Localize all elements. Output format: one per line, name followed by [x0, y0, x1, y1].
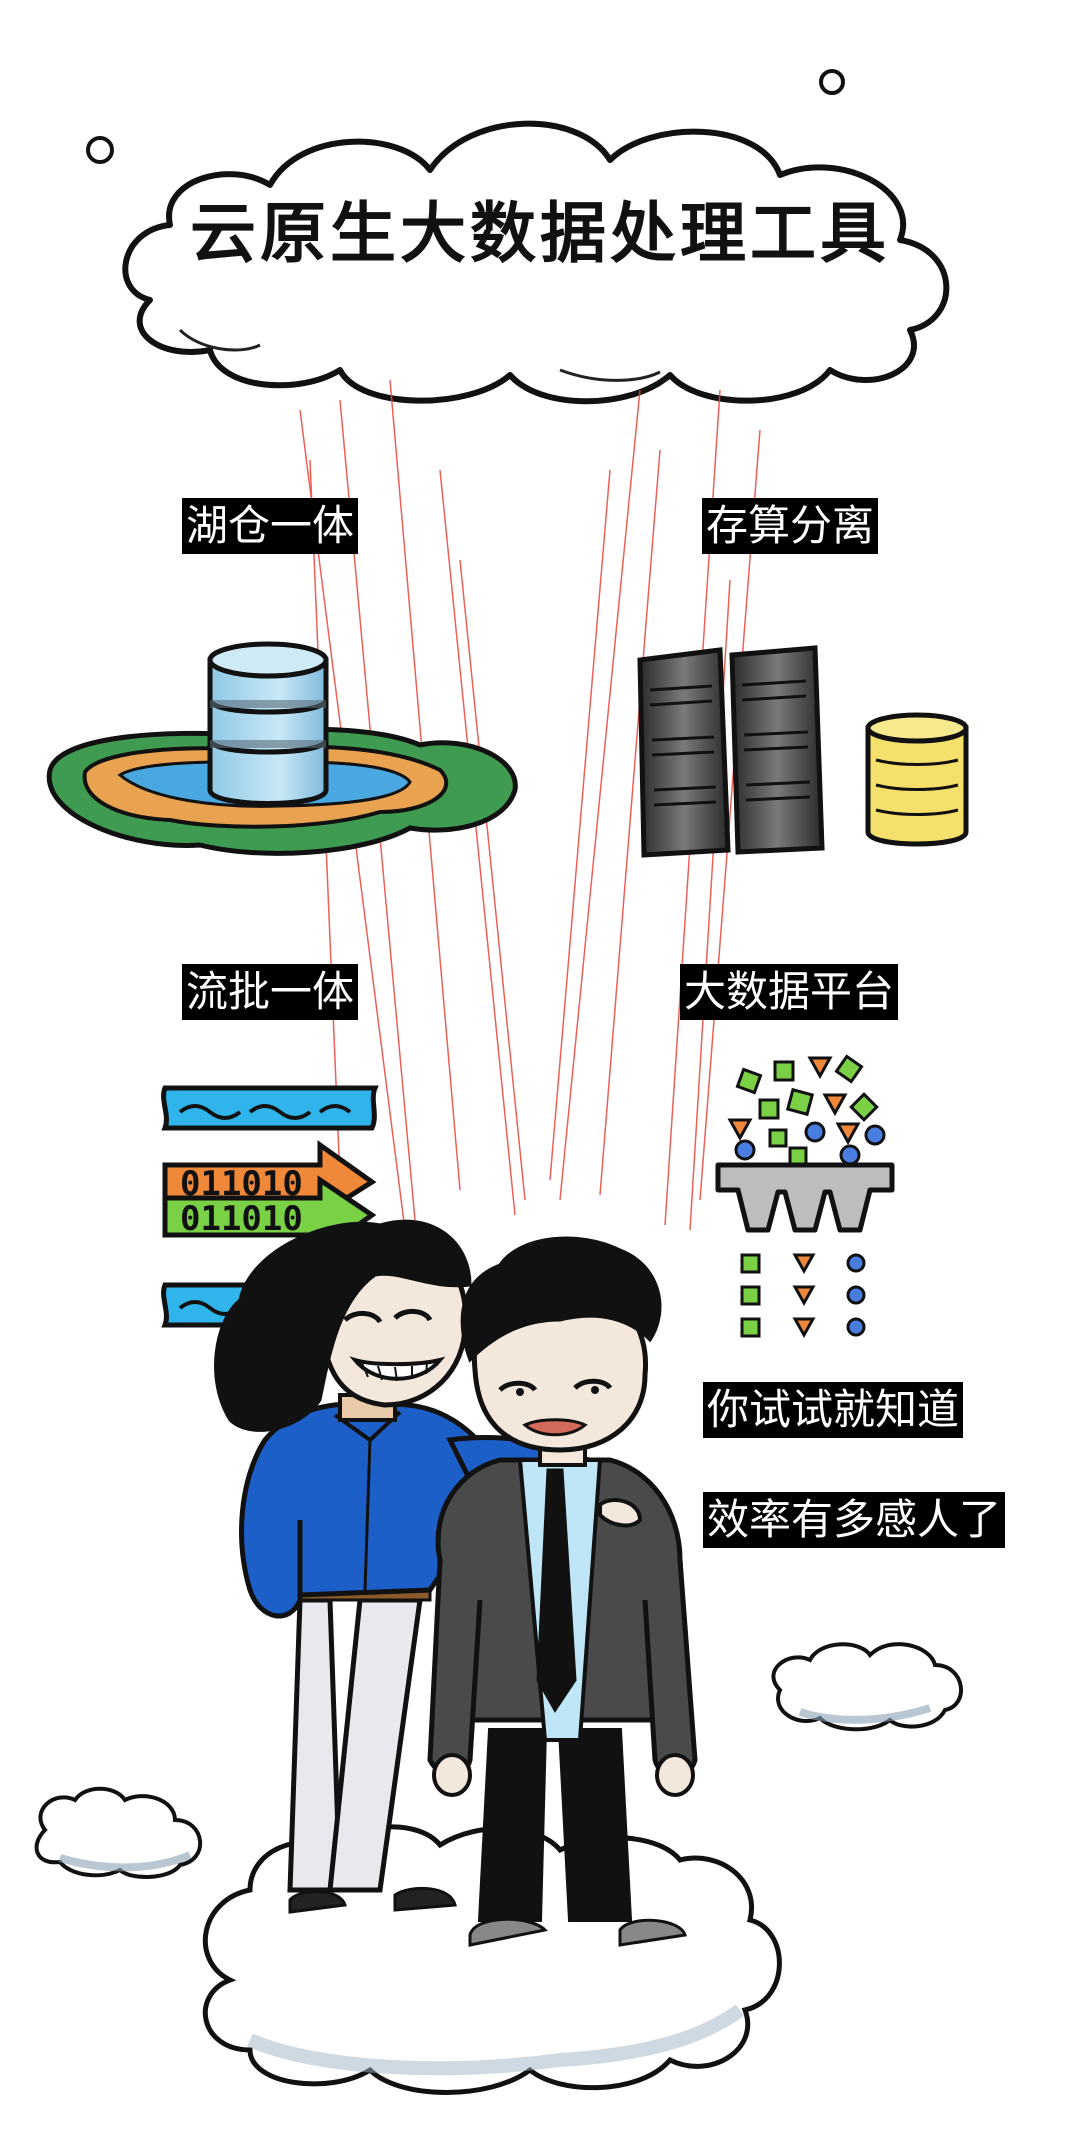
small-cloud-right — [771, 1642, 963, 1732]
label-bigdata-platform: 大数据平台 — [680, 964, 899, 1020]
character-right — [427, 1236, 698, 1947]
big-data-funnel-icon — [715, 1054, 895, 1339]
label-stream-batch: 流批一体 — [182, 964, 359, 1020]
binary-text-lower: 011010 — [180, 1199, 303, 1239]
title-cloud — [86, 69, 950, 405]
character-left — [214, 1219, 643, 1914]
server-rack-icon — [637, 645, 825, 858]
speech-line-1: 你试试就知道 — [703, 1382, 964, 1438]
label-storage-compute: 存算分离 — [702, 498, 879, 554]
label-lake-warehouse: 湖仓一体 — [182, 498, 359, 554]
binary-text-upper: 011010 — [180, 1164, 303, 1204]
database-icon — [865, 712, 969, 847]
speech-line-2: 效率有多感人了 — [703, 1492, 1006, 1548]
small-cloud-left — [34, 1786, 203, 1879]
data-lake-icon — [46, 641, 518, 856]
page-title: 云原生大数据处理工具 — [190, 195, 890, 272]
